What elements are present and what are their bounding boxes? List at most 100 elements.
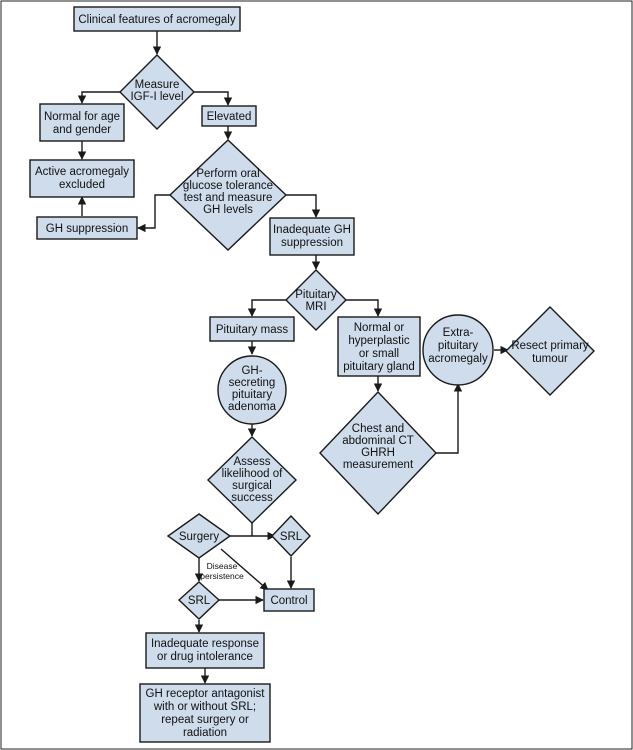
- node-pituitary-mass-label: Pituitary mass: [216, 324, 288, 336]
- label-line: tumour: [532, 353, 568, 365]
- label-line: Elevated: [207, 111, 252, 123]
- node-control: Control: [263, 588, 315, 612]
- edge-surgery-control: [220, 548, 269, 591]
- node-clinical-features: Clinical features of acromegaly: [73, 6, 241, 32]
- label-line: MRI: [305, 301, 326, 313]
- node-srl-right: SRL: [271, 514, 311, 558]
- label-line: Active acromegaly: [35, 166, 129, 178]
- label-line: abdominal CT: [342, 435, 414, 447]
- label-line: GH suppression: [46, 223, 128, 235]
- node-clinical-features-label: Clinical features of acromegaly: [78, 14, 235, 26]
- node-pituitary-mass: Pituitary mass: [209, 316, 295, 342]
- label-line: persistence: [200, 571, 244, 581]
- label-line: pituitary gland: [343, 361, 415, 373]
- label-line: Chest and: [352, 423, 404, 435]
- label-line: Surgery: [179, 531, 220, 543]
- label-line: with or without SRL;: [153, 701, 256, 713]
- label-line: adenoma: [228, 401, 277, 413]
- node-srl-right-label: SRL: [280, 531, 303, 543]
- edge-mri-mass: [247, 299, 286, 317]
- label-line: SRL: [280, 531, 303, 543]
- node-srl-lower-label: SRL: [188, 595, 211, 607]
- label-line: GH-: [241, 365, 262, 377]
- label-line: surgical: [232, 480, 272, 492]
- label-line: Inadequate response: [151, 638, 259, 650]
- label-line: IGF-I level: [130, 91, 183, 103]
- label-line: GH receptor antagonist: [146, 688, 266, 700]
- node-gh-suppression-label: GH suppression: [46, 223, 128, 235]
- label-line: test and measure: [184, 192, 273, 204]
- edge-measure-elevated: [194, 91, 233, 106]
- node-srl-lower: SRL: [177, 581, 221, 620]
- label-line: Pituitary: [295, 289, 337, 301]
- node-surgery: Surgery: [166, 513, 232, 559]
- label-line: and gender: [53, 124, 111, 136]
- label-line: Control: [270, 595, 307, 607]
- label-line: suppression: [281, 237, 343, 249]
- label-line: Normal or: [354, 322, 405, 334]
- label-line: secreting: [229, 377, 276, 389]
- label-line: Inadequate GH: [273, 224, 351, 236]
- edge-ct-extra: [436, 383, 463, 454]
- label-line: Clinical features of acromegaly: [78, 14, 235, 26]
- node-elevated-label: Elevated: [207, 111, 252, 123]
- edge-ogtt-inadequate: [286, 194, 321, 218]
- node-elevated: Elevated: [201, 105, 257, 127]
- label-line: Perform oral: [196, 168, 259, 180]
- label-line: excluded: [59, 179, 105, 191]
- label-line: Pituitary mass: [216, 324, 288, 336]
- connectors: [77, 31, 509, 684]
- label-line: Normal for age: [44, 111, 120, 123]
- node-gh-suppression: GH suppression: [36, 216, 138, 240]
- label-line: likelihood of: [222, 468, 284, 480]
- label-line: pituitary: [232, 389, 273, 401]
- label-line: acromegaly: [428, 353, 488, 365]
- label-line: or small: [359, 348, 399, 360]
- label-line: GHRH: [361, 447, 395, 459]
- label-line: Extra-: [443, 327, 474, 339]
- edge-ogtt-ghsupp: [137, 194, 170, 233]
- label-line: Measure: [135, 79, 180, 91]
- label-line: SRL: [188, 595, 211, 607]
- label-line: glucose tolerance: [183, 180, 273, 192]
- node-surgery-label: Surgery: [179, 531, 220, 543]
- label-line: radiation: [183, 727, 227, 739]
- edge-mri-normal: [346, 299, 383, 317]
- node-control-label: Control: [270, 595, 307, 607]
- label-line: repeat surgery or: [161, 714, 249, 726]
- label-line: or drug intolerance: [157, 651, 253, 663]
- label-line: measurement: [343, 459, 414, 471]
- label-line: GH levels: [203, 204, 253, 216]
